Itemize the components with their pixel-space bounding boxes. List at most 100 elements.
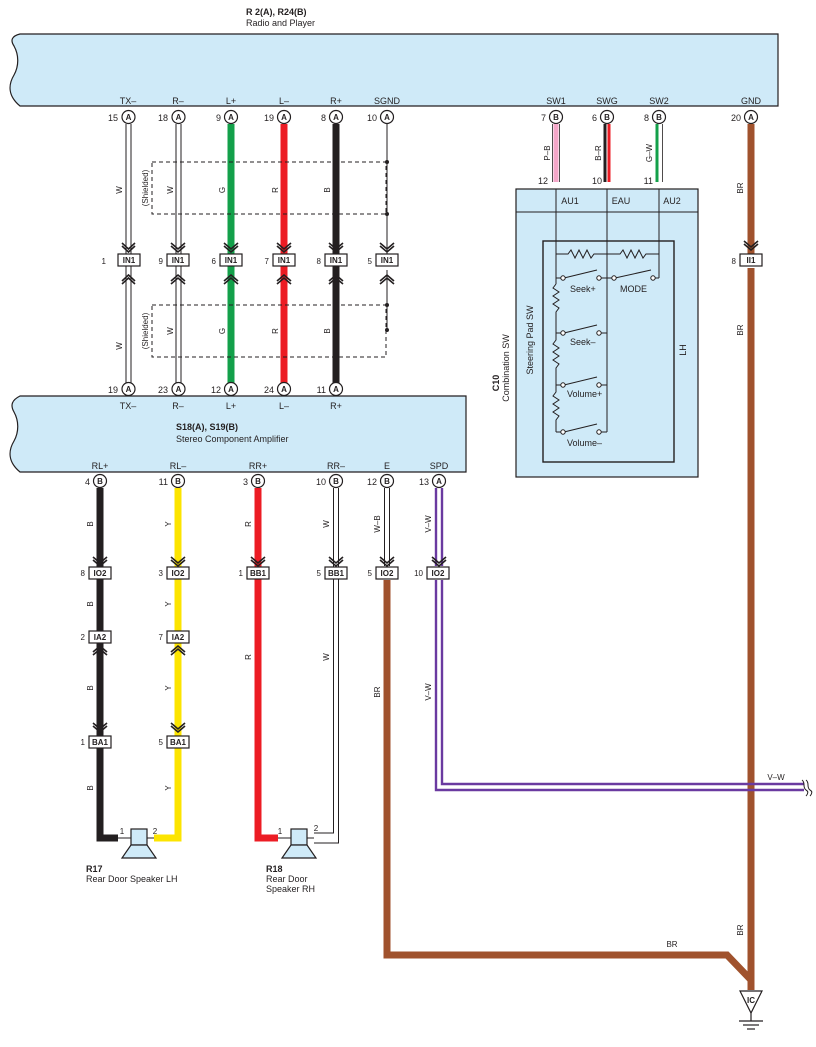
svg-text:A: A [384,113,390,122]
wire-label: Y [164,685,173,691]
radio-pin: SW1 7 B [541,96,566,125]
svg-text:1: 1 [81,738,86,747]
svg-text:2: 2 [81,633,86,642]
wire-sw2 [655,124,663,182]
svg-text:TX–: TX– [120,401,137,411]
svg-text:LH: LH [678,344,688,356]
svg-text:10: 10 [367,113,377,123]
svg-text:R+: R+ [330,96,342,106]
speaker-icon [130,828,148,846]
svg-text:12: 12 [211,385,221,395]
svg-text:4: 4 [85,477,90,487]
wire-label: W [115,342,124,350]
svg-text:L+: L+ [226,401,236,411]
svg-text:MODE: MODE [620,284,647,294]
wire-label: BR [666,940,677,949]
svg-text:A: A [126,113,132,122]
radio-pin: R– 18 A [158,96,186,125]
wire-label: V–W [424,683,433,701]
wire-label: G–W [645,143,654,162]
svg-text:AU2: AU2 [663,196,681,206]
svg-text:Steering Pad SW: Steering Pad SW [525,305,535,375]
amp-pin: SPD 13 A [419,461,449,489]
speaker-rh: 1 2 R18 Rear Door Speaker RH [266,824,319,894]
svg-text:IN1: IN1 [381,256,394,265]
ia2-connector: 7 IA2 [159,630,190,644]
shield-box-upper [151,161,387,215]
amp-pin: 23 A R– [158,381,186,411]
svg-text:R–: R– [172,401,184,411]
svg-text:B: B [604,113,610,122]
svg-text:5: 5 [159,738,164,747]
svg-text:BB1: BB1 [250,569,267,578]
wire-label: Y [164,785,173,791]
in1-connector: 8 IN1 [317,253,348,267]
svg-text:6: 6 [212,257,217,266]
radio-name: Radio and Player [246,18,315,28]
svg-text:Seek–: Seek– [570,337,596,347]
wire-label: BR [373,686,382,697]
wire-label: W [115,186,124,194]
wire-spd: V–W V–W V–W 10 IO2 [414,488,813,797]
wire-label: BR [736,324,745,335]
svg-text:B: B [97,477,103,486]
shielded-label-upper: (Shielded) [141,169,150,206]
shielded-label-lower: (Shielded) [141,312,150,349]
svg-text:19: 19 [264,113,274,123]
svg-text:A: A [748,113,754,122]
wire-label: G [218,328,227,334]
svg-text:IO2: IO2 [432,569,445,578]
radio-pin: SWG 6 B [592,96,618,125]
wire-label: R [244,654,253,660]
svg-text:11: 11 [159,477,168,487]
radio-unit: R 2(A), R24(B) Radio and Player [9,7,779,107]
svg-text:A: A [228,113,234,122]
amp-pin: 12 A L+ [211,381,239,411]
svg-text:B: B [333,477,339,486]
svg-text:12: 12 [367,477,377,487]
svg-text:B: B [255,477,261,486]
wire-label: B [86,521,95,526]
steering-pad-box [542,240,675,463]
wire-label: B–R [594,145,603,161]
svg-text:15: 15 [108,113,118,123]
svg-text:Volume+: Volume+ [567,389,602,399]
svg-text:IN1: IN1 [123,256,136,265]
svg-text:9: 9 [159,257,164,266]
svg-text:B: B [384,477,390,486]
svg-text:A: A [126,385,132,394]
svg-text:11: 11 [317,385,326,395]
svg-text:EAU: EAU [612,196,631,206]
svg-text:Rear Door: Rear Door [266,874,308,884]
wire-label: W [166,186,175,194]
amp-pin: 19 A TX– [108,381,137,411]
wire-label: Y [164,521,173,527]
svg-text:1: 1 [102,257,107,266]
svg-text:IA2: IA2 [94,633,107,642]
svg-text:A: A [281,113,287,122]
svg-text:12: 12 [538,176,548,186]
svg-text:IN1: IN1 [278,256,291,265]
radio-box [9,33,779,107]
svg-text:7: 7 [159,633,164,642]
radio-pins: TX– 15 A R– 18 A L+ 9 A L– 19 A R+ 8 A [108,96,762,125]
wire-label: V–W [767,773,785,782]
svg-text:RL+: RL+ [92,461,109,471]
shield-box-lower [151,304,387,358]
svg-text:R–: R– [172,96,184,106]
svg-text:6: 6 [592,113,597,123]
amp-pin: RR+ 3 B [243,461,267,489]
svg-text:IN1: IN1 [172,256,185,265]
svg-text:24: 24 [264,385,274,395]
svg-text:8: 8 [81,569,86,578]
amplifier-bottom-pins: RL+ 4 B RL– 11 B RR+ 3 B RR– 10 B E 12 B [85,461,449,489]
svg-text:10: 10 [592,176,602,186]
wire-label: R [271,328,280,334]
svg-text:SGND: SGND [374,96,401,106]
rear-right-wires: R R W W 1 BB1 5 BB1 [239,488,348,844]
svg-text:A: A [228,385,234,394]
wire-label: B [323,187,332,192]
amp-pin: 24 A L– [264,381,292,411]
svg-text:SW2: SW2 [649,96,669,106]
